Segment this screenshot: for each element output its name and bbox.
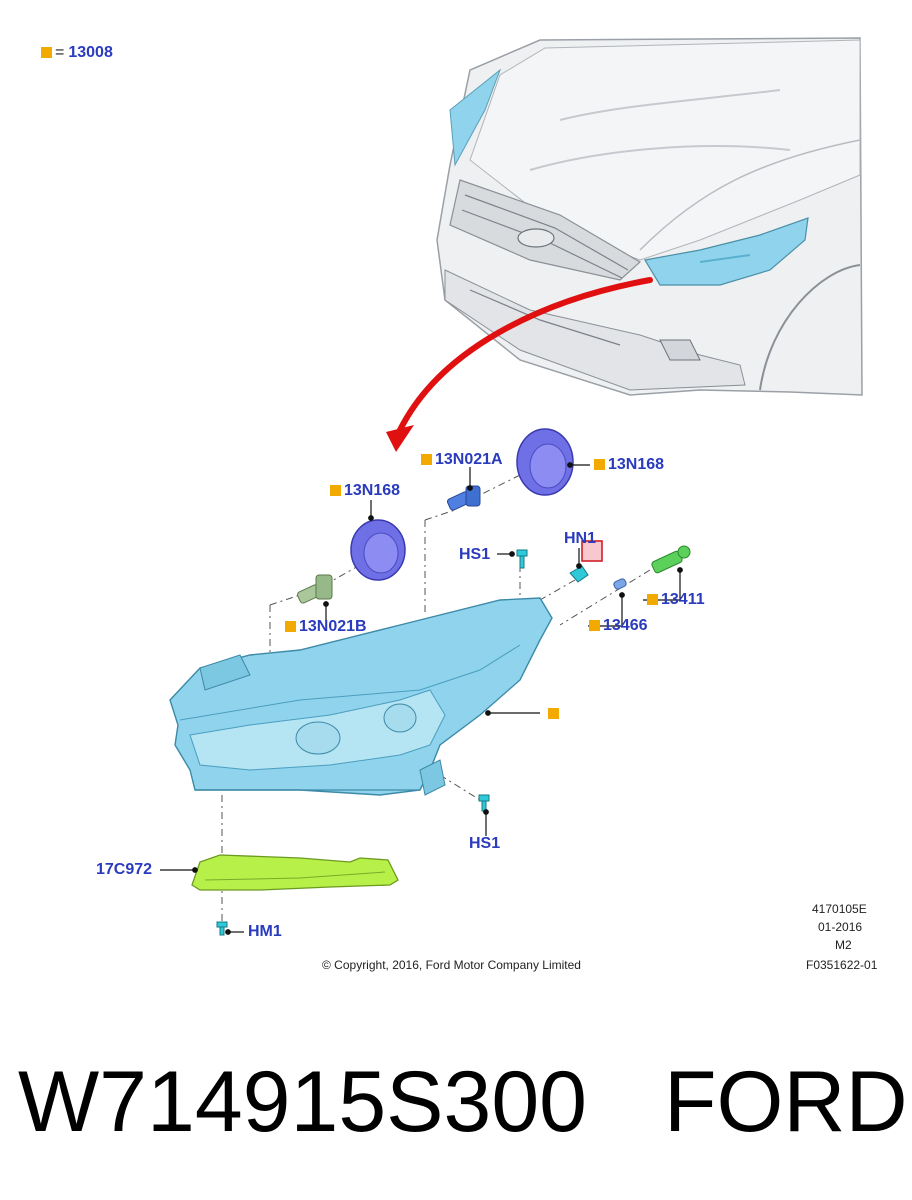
marker-square-icon — [285, 621, 296, 632]
part-number: W714915S300 — [18, 1054, 587, 1150]
callout-13n168-right: 13N168 — [594, 456, 664, 474]
callout-label: HS1 — [459, 546, 491, 563]
location-arrow — [386, 277, 653, 452]
callout-hn1: HN1 — [564, 530, 596, 548]
legend: =13008 — [41, 44, 113, 62]
marker-square-icon — [647, 594, 658, 605]
bulb-13n021a — [446, 485, 481, 511]
headlamp-assembly — [169, 597, 553, 796]
callout-label: 13466 — [603, 617, 648, 634]
bulb-13466 — [613, 578, 627, 590]
brand-name: FORD — [664, 1054, 908, 1150]
screw-hs1-top — [516, 549, 528, 569]
diagram-rev: M2 — [835, 938, 852, 952]
bulb-13n021b — [296, 574, 333, 604]
diagram-ref: 4170105E — [812, 902, 867, 916]
hn1-highlight-box — [581, 540, 603, 562]
callout-label: 13N021B — [299, 618, 367, 635]
callout-13466: 13466 — [589, 617, 648, 635]
callout-label: HN1 — [564, 530, 597, 547]
callout-label: HS1 — [469, 835, 501, 852]
callout-hs1-bottom: HS1 — [469, 835, 500, 853]
callout-label: 13N021A — [435, 451, 503, 468]
screw-hm1 — [216, 921, 228, 936]
exploded-diagram — [160, 37, 863, 936]
diagram-date: 01-2016 — [818, 920, 863, 934]
legend-code: 13008 — [68, 44, 113, 61]
bracket-17c972 — [191, 854, 399, 891]
callout-13411: 13411 — [647, 591, 705, 609]
callout-label: 13N168 — [608, 456, 665, 473]
callout-17c972: 17C972 — [96, 861, 152, 879]
callout-hm1: HM1 — [248, 923, 282, 941]
callout-label: 13N168 — [344, 482, 401, 499]
socket-13411 — [651, 545, 691, 574]
copyright-text: © Copyright, 2016, Ford Motor Company Li… — [322, 958, 581, 972]
assembly-lines — [221, 474, 651, 925]
callout-13n168-left: 13N168 — [330, 482, 400, 500]
cap-13n168-left — [350, 519, 406, 581]
cap-13n168-right — [516, 428, 574, 496]
marker-square-icon — [589, 620, 600, 631]
vehicle-front-illustration — [436, 37, 863, 396]
marker-square-icon — [594, 459, 605, 470]
callout-hs1-top: HS1 — [459, 546, 490, 564]
screw-hs1-bottom — [478, 794, 490, 812]
callout-label: HM1 — [248, 923, 282, 940]
marker-square-icon — [41, 47, 52, 58]
marker-square-icon — [330, 485, 341, 496]
callout-label: 13411 — [661, 591, 705, 608]
callout-13n021b: 13N021B — [285, 618, 367, 636]
figure-number: F0351622-01 — [806, 958, 878, 972]
callout-label: 17C972 — [96, 861, 153, 878]
marker-square-icon — [421, 454, 432, 465]
legend-equals: = — [55, 44, 65, 61]
callout-13n021a: 13N021A — [421, 451, 503, 469]
headlamp-marker-square — [548, 708, 559, 719]
